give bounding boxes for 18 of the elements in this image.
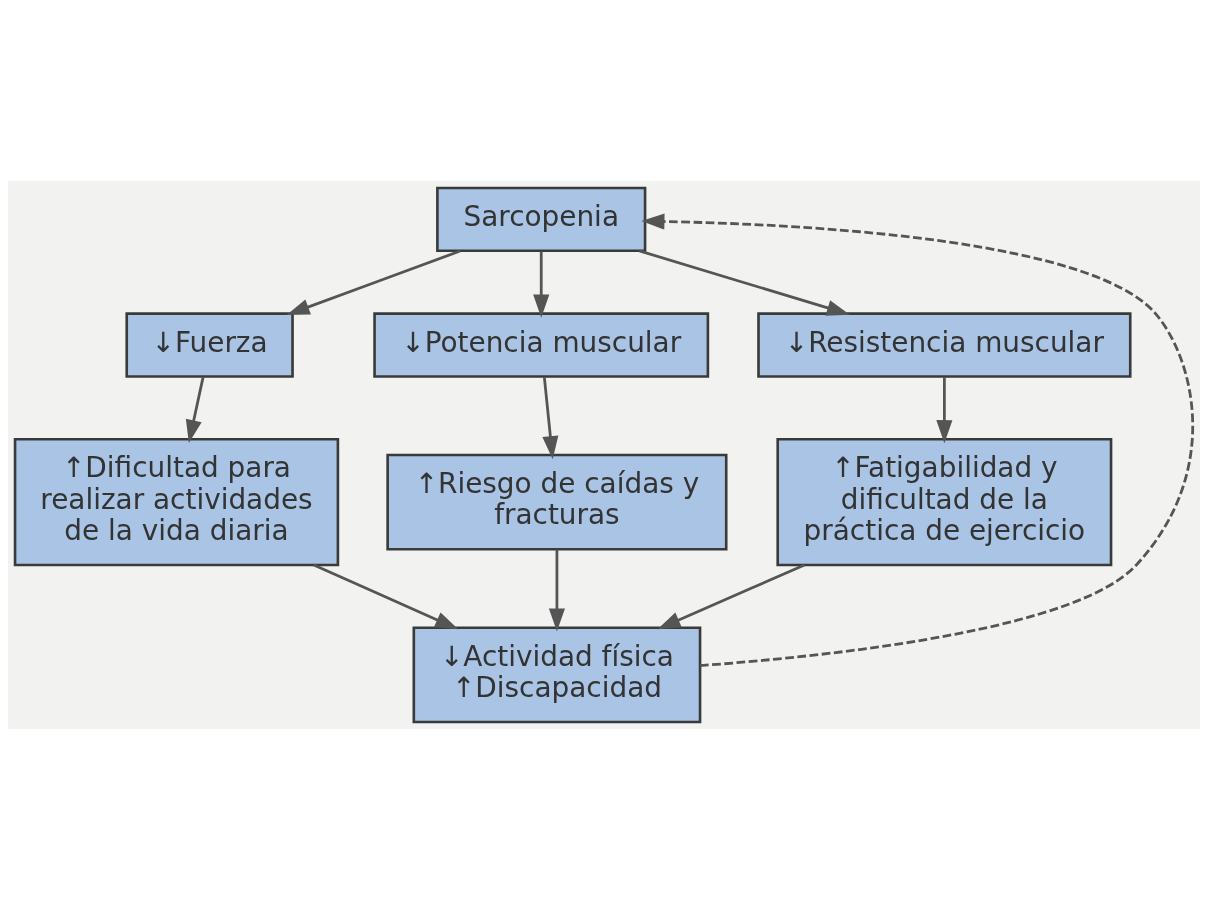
arrow: [533, 251, 550, 318]
node-box: ↓Potencia muscular: [373, 312, 710, 378]
arrow: [185, 376, 205, 444]
arrow: [313, 563, 459, 630]
node-box: ↑Dificultad para realizar actividades de la vida diaria: [13, 438, 340, 567]
node-box: ↓Resistencia muscular: [757, 312, 1132, 378]
arrow: [548, 549, 565, 632]
node-box: ↓Actividad física ↑Discapacidad: [412, 626, 702, 724]
arrow: [638, 249, 850, 316]
node-box: Sarcopenia: [436, 186, 647, 253]
arrow: [641, 213, 1195, 667]
arrow: [936, 377, 953, 444]
arrow: [286, 249, 461, 315]
arrow: [542, 377, 559, 460]
arrow: [657, 563, 806, 630]
node-box: ↓Fuerza: [125, 312, 294, 378]
node-box: ↑Riesgo de caídas y fracturas: [386, 453, 728, 551]
node-box: ↑Fatigabilidad y dificultad de la práctica de ejercicio: [776, 438, 1113, 567]
